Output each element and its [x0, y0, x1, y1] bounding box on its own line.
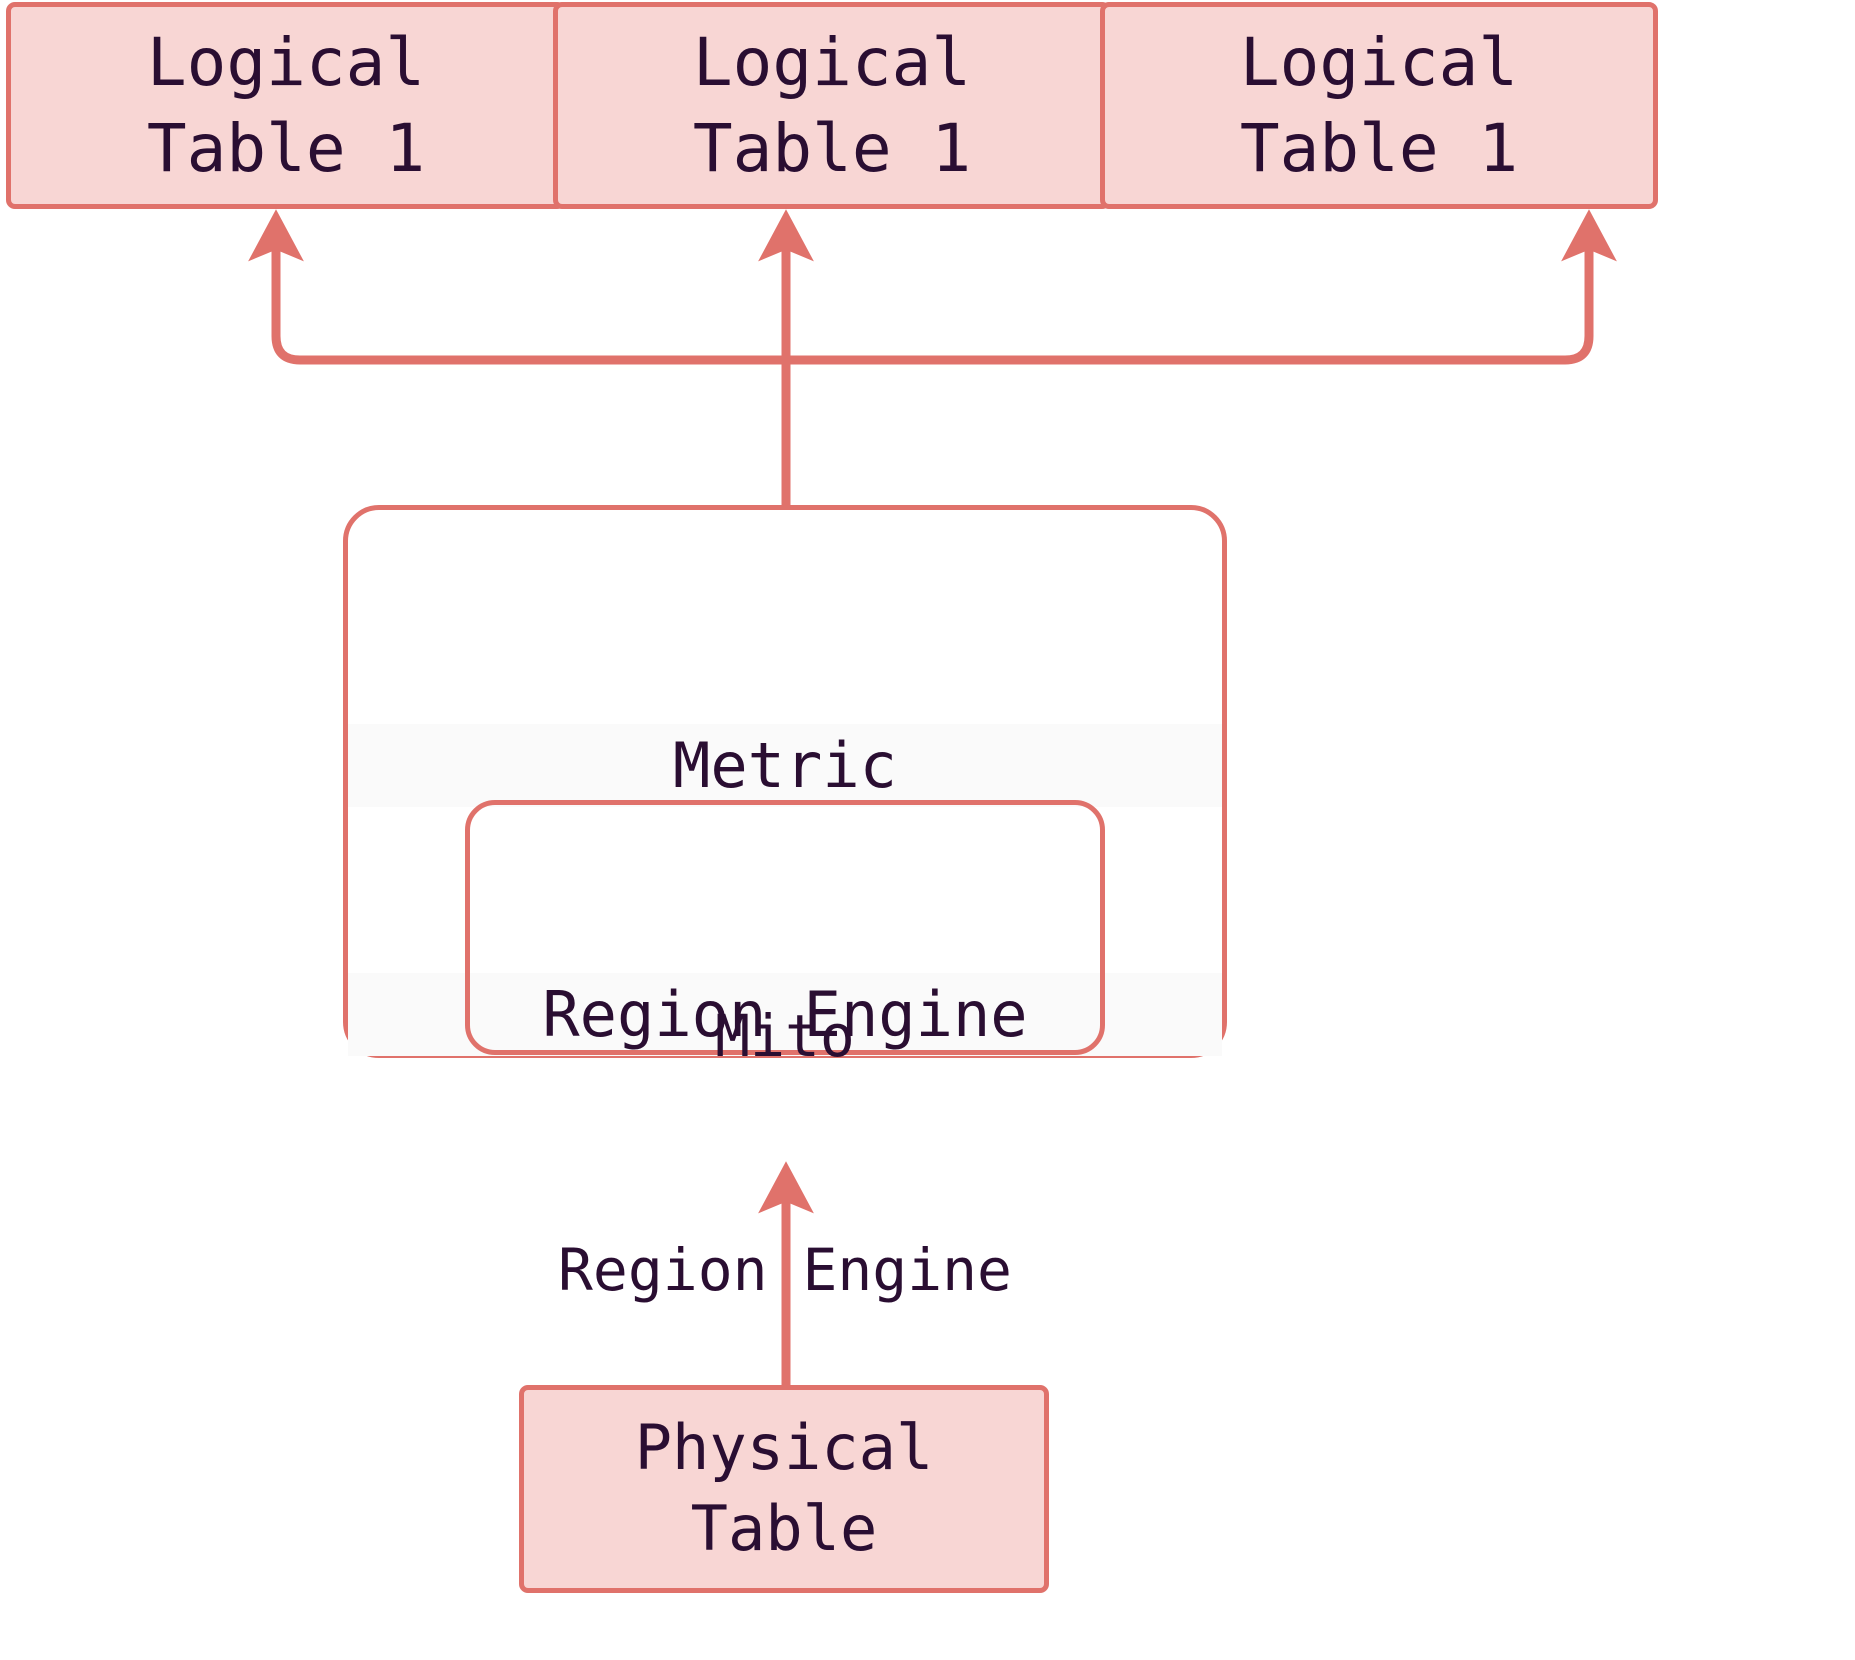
node-logical-table-3-line1: Logical [1239, 23, 1519, 101]
node-physical-table[interactable]: Physical Table [519, 1385, 1049, 1593]
node-logical-table-1-line1: Logical [146, 23, 426, 101]
node-logical-table-1[interactable]: Logical Table 1 [6, 2, 566, 209]
node-physical-table-line1: Physical [634, 1411, 934, 1485]
edge-to-logical-table-1 [248, 209, 838, 365]
edge-to-logical-table-3 [786, 209, 1617, 365]
node-logical-table-3-line2: Table 1 [1239, 109, 1519, 187]
node-logical-table-1-line2: Table 1 [146, 109, 426, 187]
node-mito-region-engine-line2: Region Engine [558, 1235, 1012, 1304]
node-mito-region-engine-line1: Mito [715, 1002, 855, 1071]
node-mito-region-engine-label: Mito Region Engine [470, 843, 1100, 1465]
node-logical-table-3[interactable]: Logical Table 1 [1100, 2, 1658, 209]
node-metric-region-engine-line1: Metric [348, 724, 1222, 808]
node-logical-table-2[interactable]: Logical Table 1 [553, 2, 1111, 209]
node-mito-region-engine[interactable]: Mito Region Engine [465, 800, 1105, 1304]
node-logical-table-2-line2: Table 1 [692, 109, 972, 187]
node-logical-table-2-line1: Logical [692, 23, 972, 101]
node-physical-table-line2: Table [690, 1492, 878, 1565]
